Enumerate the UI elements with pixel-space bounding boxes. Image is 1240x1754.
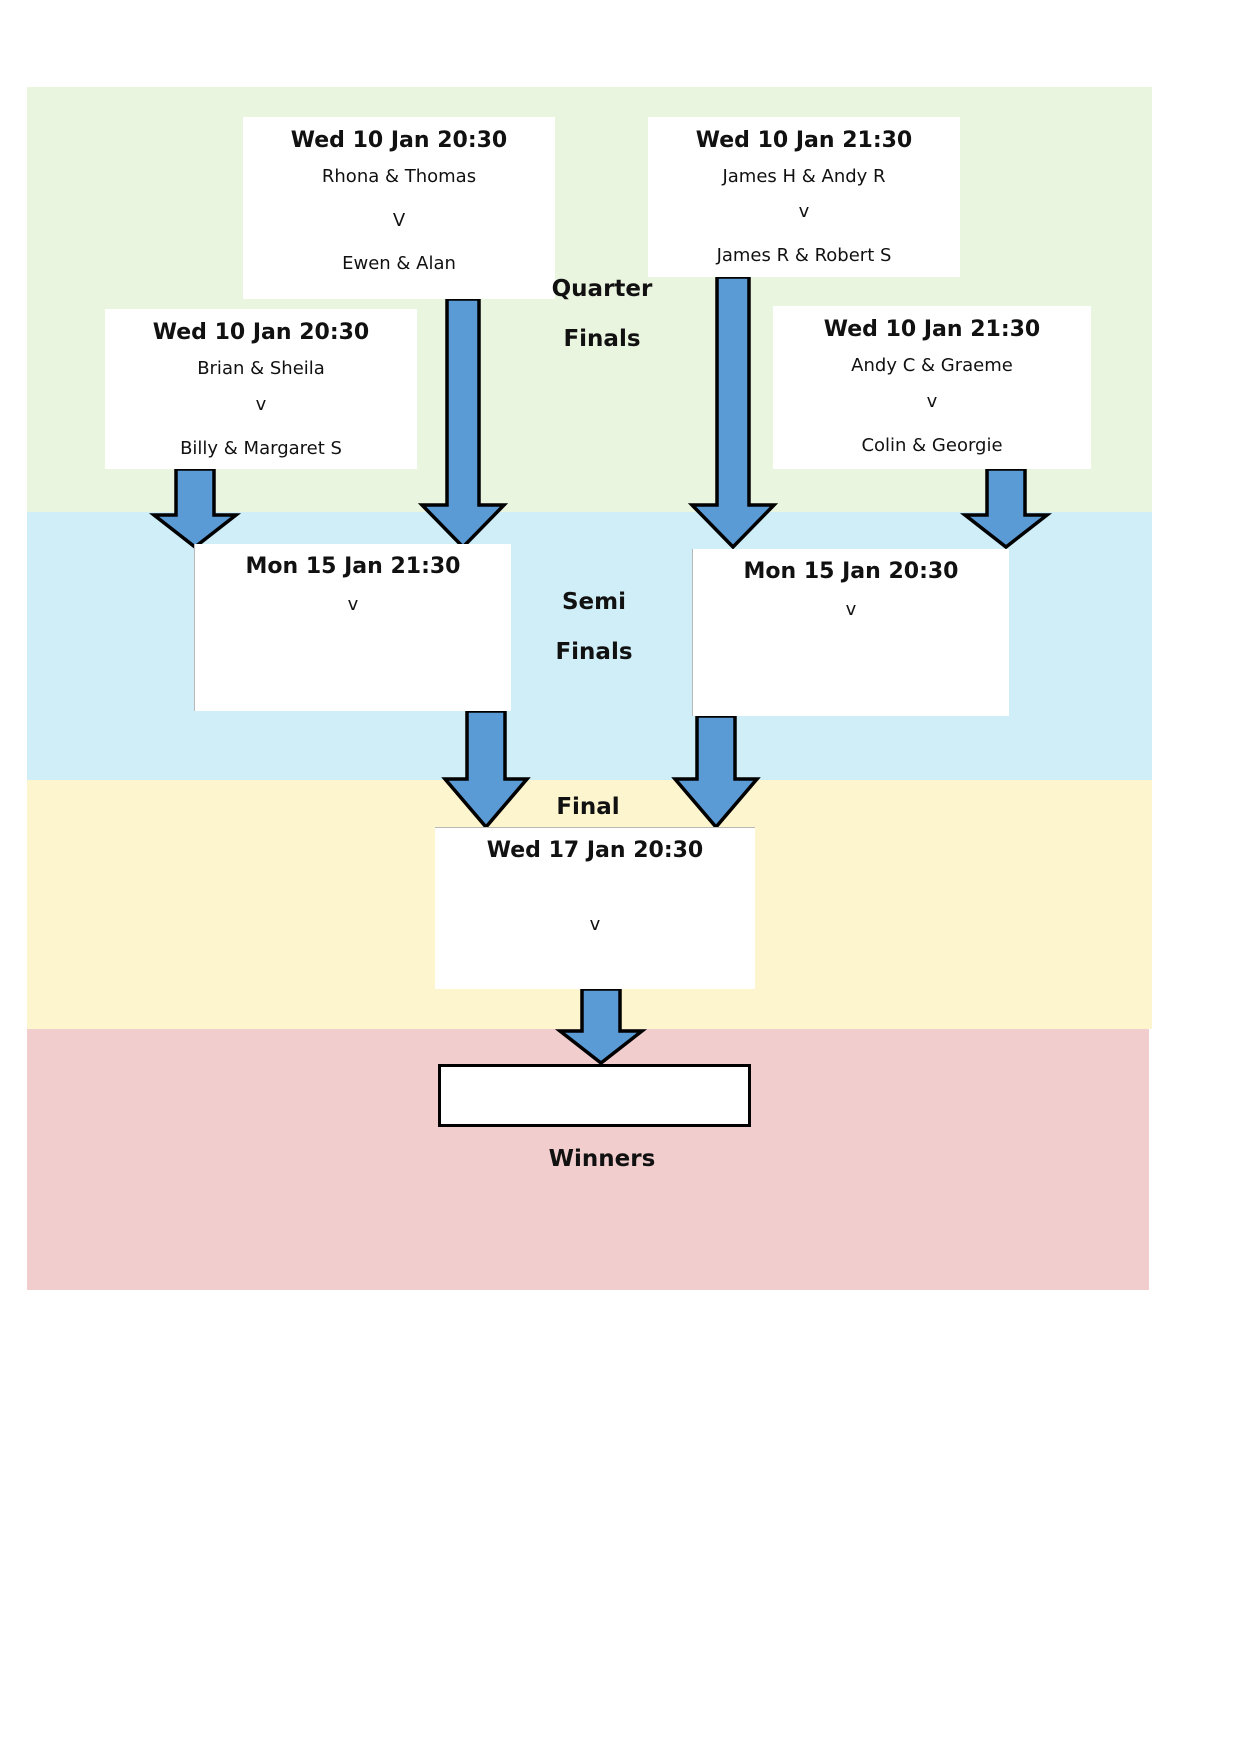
semi-finals-label-line-1: Semi: [561, 589, 626, 615]
semi-final-match-1: Mon 15 Jan 21:30 v: [194, 544, 511, 711]
versus-label: v: [798, 201, 810, 222]
match-datetime: Mon 15 Jan 21:30: [245, 554, 461, 579]
match-datetime: Wed 10 Jan 20:30: [290, 128, 508, 153]
winners-label: Winners: [548, 1146, 656, 1172]
match-datetime: Wed 10 Jan 21:30: [823, 317, 1041, 342]
team-1: Brian & Sheila: [197, 358, 325, 379]
versus-label: v: [926, 391, 938, 412]
quarter-final-match-1: Wed 10 Jan 20:30 Rhona & Thomas V Ewen &…: [243, 117, 555, 299]
quarter-finals-label-line-1: Quarter: [551, 276, 653, 302]
versus-label: v: [589, 914, 601, 935]
team-2: James R & Robert S: [716, 245, 892, 266]
versus-label: v: [347, 594, 359, 615]
quarter-final-match-4: Wed 10 Jan 21:30 Andy C & Graeme v Colin…: [773, 306, 1091, 469]
match-datetime: Mon 15 Jan 20:30: [743, 559, 959, 584]
final-match: Wed 17 Jan 20:30 v: [435, 827, 755, 989]
quarter-final-match-2: Wed 10 Jan 21:30 James H & Andy R v Jame…: [648, 117, 960, 277]
match-datetime: Wed 10 Jan 20:30: [152, 320, 370, 345]
team-2: Ewen & Alan: [342, 253, 456, 274]
team-2: Colin & Georgie: [861, 435, 1003, 456]
team-1: Andy C & Graeme: [851, 355, 1013, 376]
team-2: Billy & Margaret S: [180, 438, 342, 459]
quarter-final-match-3: Wed 10 Jan 20:30 Brian & Sheila v Billy …: [105, 309, 417, 469]
quarter-finals-label-line-2: Finals: [563, 326, 641, 352]
semi-final-match-2: Mon 15 Jan 20:30 v: [692, 549, 1009, 716]
versus-label: v: [845, 599, 857, 620]
match-datetime: Wed 17 Jan 20:30: [486, 838, 704, 863]
versus-label: V: [392, 210, 406, 231]
versus-label: v: [255, 394, 267, 415]
semi-finals-label-line-2: Finals: [555, 639, 633, 665]
winner-box: [438, 1064, 751, 1127]
final-label: Final: [556, 794, 620, 820]
match-datetime: Wed 10 Jan 21:30: [695, 128, 913, 153]
team-1: Rhona & Thomas: [321, 166, 477, 187]
team-1: James H & Andy R: [722, 166, 886, 187]
